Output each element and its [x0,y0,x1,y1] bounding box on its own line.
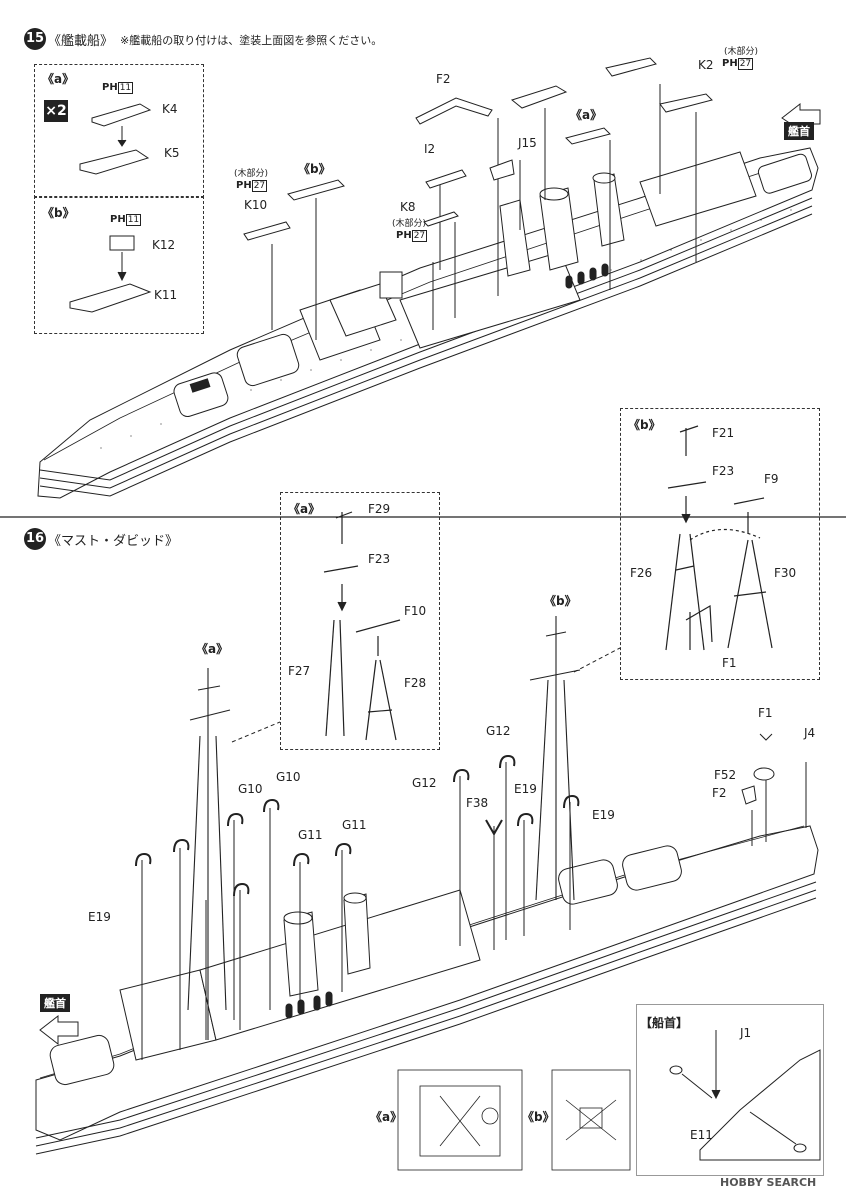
part-f28: F28 [404,676,427,690]
part-g12: G12 [486,724,511,738]
part-f2: F2 [712,786,727,800]
part-e19: E19 [88,910,111,924]
part-j4: J4 [804,726,816,740]
boat-a-mark: 《a》 [570,108,603,122]
bow-box-label: 【船首】 [640,1016,689,1030]
ph-number: 11 [117,82,134,94]
part-f9: F9 [764,472,779,486]
step-16-box-b [620,408,820,680]
part-k5: K5 [164,146,180,160]
part-f52: F52 [714,768,737,782]
bow-label: 艦首 [40,994,70,1012]
mast-b-mark: 《b》 [544,594,577,608]
part-f29: F29 [368,502,391,516]
part-g11: G11 [342,818,367,832]
ph-symbol: PH [722,58,738,69]
bow-label: 艦首 [784,122,814,140]
ph-number: 27 [251,180,268,192]
part-f10: F10 [404,604,427,618]
part-g10: G10 [238,782,263,796]
part-e19: E19 [592,808,615,822]
part-f1: F1 [722,656,737,670]
part-k10-note: (木部分) [234,169,269,179]
part-e19: E19 [514,782,537,796]
ph-symbol: PH [236,180,252,191]
ph-number: 11 [125,214,142,226]
detail-b-label: 《b》 [522,1110,555,1124]
part-g11: G11 [298,828,323,842]
hobby-search-watermark: HOBBY SEARCH [720,1176,817,1189]
part-k11: K11 [154,288,178,302]
step-16-bow-box [636,1004,824,1176]
step-16-box-a [280,492,440,750]
part-f23: F23 [712,464,735,478]
ph-number: 27 [411,230,428,242]
part-j15: J15 [518,136,537,150]
part-f30: F30 [774,566,797,580]
step-16-title: 《マスト・ダビッド》 [48,534,179,549]
part-f26: F26 [630,566,653,580]
part-k10: K10 [244,198,268,212]
part-k2-note: (木部分) [724,47,759,57]
step-15-box-b-label: 《b》 [42,206,75,220]
part-e11: E11 [690,1128,713,1142]
part-g12: G12 [412,776,437,790]
part-k2: K2 [698,58,714,72]
step-16-number: 16 [24,528,46,550]
part-k8: K8 [400,200,416,214]
part-j1: J1 [740,1026,752,1040]
step-16-box-b-label: 《b》 [628,418,661,432]
boat-b-mark: 《b》 [298,162,331,176]
step-16-box-a-label: 《a》 [288,502,321,516]
step-15-box-b [34,196,204,334]
ph-symbol: PH [110,214,126,225]
part-i2: I2 [424,142,436,156]
part-g10: G10 [276,770,301,784]
part-f38: F38 [466,796,489,810]
mast-a-mark: 《a》 [196,642,229,656]
part-f1: F1 [758,706,773,720]
part-f21: F21 [712,426,735,440]
ph-symbol: PH [102,82,118,93]
multiplier-badge: ×2 [44,100,68,122]
part-k8-note: (木部分) [392,219,427,229]
step-15-box-a [34,64,204,198]
step-15-box-a-label: 《a》 [42,72,75,86]
detail-a-label: 《a》 [370,1110,403,1124]
step-15-number: 15 [24,28,46,50]
step-15-note: ※艦載船の取り付けは、塗装上面図を参照ください。 [120,34,383,47]
step-15-title: 《艦載船》 [48,34,114,49]
part-f27: F27 [288,664,311,678]
part-f23: F23 [368,552,391,566]
part-k12: K12 [152,238,176,252]
ph-symbol: PH [396,230,412,241]
ph-number: 27 [737,58,754,70]
part-f2: F2 [436,72,451,86]
part-k4: K4 [162,102,178,116]
